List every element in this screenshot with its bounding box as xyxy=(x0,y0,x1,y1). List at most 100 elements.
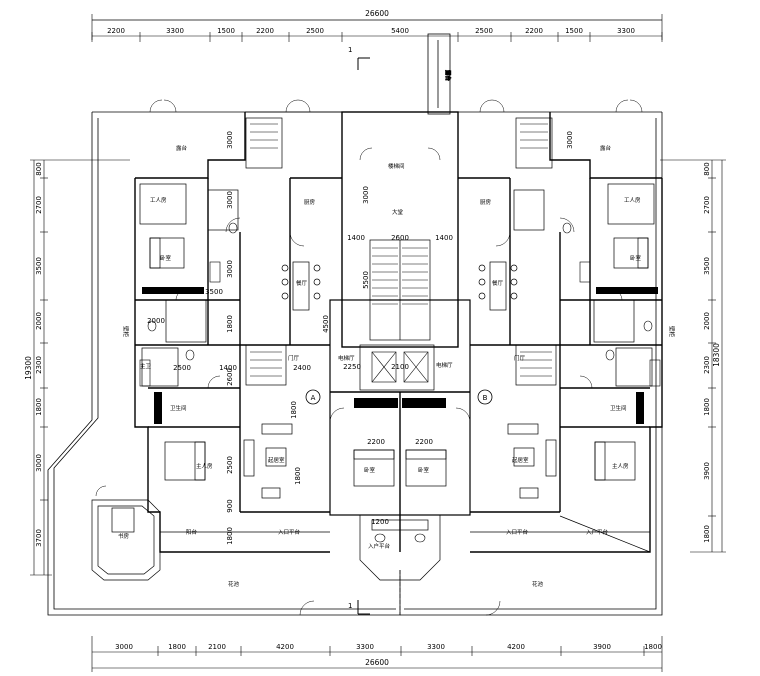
svg-text:800: 800 xyxy=(35,162,43,175)
svg-text:入户平台: 入户平台 xyxy=(368,542,391,550)
svg-text:入口平台: 入口平台 xyxy=(506,528,529,536)
svg-text:3500: 3500 xyxy=(205,288,223,296)
svg-text:5500: 5500 xyxy=(362,271,370,289)
svg-text:900: 900 xyxy=(226,499,234,512)
svg-text:2250: 2250 xyxy=(343,363,361,371)
svg-text:1400: 1400 xyxy=(435,234,453,242)
svg-text:3300: 3300 xyxy=(166,27,184,35)
outer-boundary xyxy=(47,111,663,616)
svg-text:2500: 2500 xyxy=(226,456,234,474)
svg-text:壁柜: 壁柜 xyxy=(668,326,676,338)
svg-text:主人房: 主人房 xyxy=(612,462,629,470)
svg-text:门厅: 门厅 xyxy=(514,354,526,362)
axis-label-a: A xyxy=(311,394,316,402)
top-total-dimension: 26600 xyxy=(91,9,663,40)
svg-text:2300: 2300 xyxy=(35,356,43,374)
svg-text:3500: 3500 xyxy=(703,257,711,275)
svg-text:3900: 3900 xyxy=(703,462,711,480)
svg-text:3300: 3300 xyxy=(427,643,445,651)
left-dimensions: 800 2700 3500 2000 2300 1800 3000 3700 1… xyxy=(24,159,130,576)
svg-text:3000: 3000 xyxy=(35,454,43,472)
svg-text:800: 800 xyxy=(703,162,711,175)
svg-text:厨房: 厨房 xyxy=(480,198,492,206)
svg-text:4200: 4200 xyxy=(276,643,294,651)
svg-text:露台: 露台 xyxy=(176,144,188,152)
svg-text:露台: 露台 xyxy=(600,144,612,152)
svg-text:3700: 3700 xyxy=(35,529,43,547)
svg-text:3500: 3500 xyxy=(35,257,43,275)
svg-text:1800: 1800 xyxy=(35,398,43,416)
svg-text:2200: 2200 xyxy=(107,27,125,35)
svg-text:1800: 1800 xyxy=(703,398,711,416)
svg-text:3300: 3300 xyxy=(356,643,374,651)
svg-text:起居室: 起居室 xyxy=(512,456,529,464)
svg-text:3000: 3000 xyxy=(115,643,133,651)
svg-text:1500: 1500 xyxy=(217,27,235,35)
beds xyxy=(149,237,649,487)
svg-text:楼梯间: 楼梯间 xyxy=(388,162,405,170)
svg-text:2200: 2200 xyxy=(415,438,433,446)
svg-text:2400: 2400 xyxy=(293,364,311,372)
total-width-bottom-label: 26600 xyxy=(365,658,389,667)
svg-text:1800: 1800 xyxy=(226,527,234,545)
interior-dimensions: 3000 3000 5500 1400 2600 1400 2250 2100 … xyxy=(147,131,574,545)
svg-text:卧室: 卧室 xyxy=(630,254,642,262)
room-labels: 露台 露台 工人房 工人房 厨房 厨房 大堂 卧室 卧室 餐厅 餐厅 电梯厅 电… xyxy=(118,144,676,588)
sofas xyxy=(243,423,557,499)
svg-text:2200: 2200 xyxy=(367,438,385,446)
section-markers xyxy=(357,57,401,615)
svg-text:3000: 3000 xyxy=(226,131,234,149)
svg-text:1800: 1800 xyxy=(168,643,186,651)
left-total-depth: 19300 xyxy=(24,356,33,380)
svg-text:1400: 1400 xyxy=(347,234,365,242)
svg-text:3000: 3000 xyxy=(362,186,370,204)
axis-bubbles xyxy=(305,389,493,405)
svg-text:1800: 1800 xyxy=(226,315,234,333)
svg-text:2600: 2600 xyxy=(226,368,234,386)
south-balconies xyxy=(91,499,651,581)
doors xyxy=(95,99,643,616)
svg-text:花池: 花池 xyxy=(228,580,240,588)
svg-text:5400: 5400 xyxy=(391,27,409,35)
svg-text:工人房: 工人房 xyxy=(624,196,641,204)
svg-text:卧室: 卧室 xyxy=(418,466,430,474)
svg-text:2500: 2500 xyxy=(306,27,324,35)
svg-text:电梯厅: 电梯厅 xyxy=(338,354,355,362)
svg-text:主卫: 主卫 xyxy=(140,362,152,370)
svg-text:1800: 1800 xyxy=(703,525,711,543)
svg-text:2000: 2000 xyxy=(147,317,165,325)
svg-text:2600: 2600 xyxy=(391,234,409,242)
svg-text:3000: 3000 xyxy=(226,191,234,209)
svg-text:2700: 2700 xyxy=(703,196,711,214)
svg-text:1800: 1800 xyxy=(290,401,298,419)
svg-text:壁柜: 壁柜 xyxy=(122,326,130,338)
svg-text:起居室: 起居室 xyxy=(268,456,285,464)
svg-text:2000: 2000 xyxy=(35,312,43,330)
svg-text:2200: 2200 xyxy=(525,27,543,35)
building-walls xyxy=(134,111,663,553)
svg-text:电梯厅: 电梯厅 xyxy=(436,361,453,369)
svg-text:3900: 3900 xyxy=(593,643,611,651)
svg-text:卧室: 卧室 xyxy=(364,466,376,474)
svg-text:1200: 1200 xyxy=(371,518,389,526)
svg-text:餐厅: 餐厅 xyxy=(492,279,504,287)
svg-text:3000: 3000 xyxy=(566,131,574,149)
svg-text:卫生间: 卫生间 xyxy=(610,404,627,412)
svg-text:2300: 2300 xyxy=(703,356,711,374)
svg-text:厨房: 厨房 xyxy=(304,198,316,206)
svg-text:1800: 1800 xyxy=(294,467,302,485)
svg-text:2000: 2000 xyxy=(703,312,711,330)
svg-text:卧室: 卧室 xyxy=(160,254,172,262)
dining-tables xyxy=(281,261,518,311)
svg-text:工人房: 工人房 xyxy=(150,196,167,204)
svg-text:主人房: 主人房 xyxy=(196,462,213,470)
secondary-walls xyxy=(139,117,655,391)
section-mark-bottom: 1 xyxy=(348,602,352,610)
svg-text:露台: 露台 xyxy=(444,70,452,82)
svg-text:阳台: 阳台 xyxy=(186,528,198,536)
stair-treads xyxy=(250,123,552,377)
svg-text:2100: 2100 xyxy=(391,363,409,371)
svg-text:2500: 2500 xyxy=(475,27,493,35)
svg-text:入口平台: 入口平台 xyxy=(278,528,301,536)
